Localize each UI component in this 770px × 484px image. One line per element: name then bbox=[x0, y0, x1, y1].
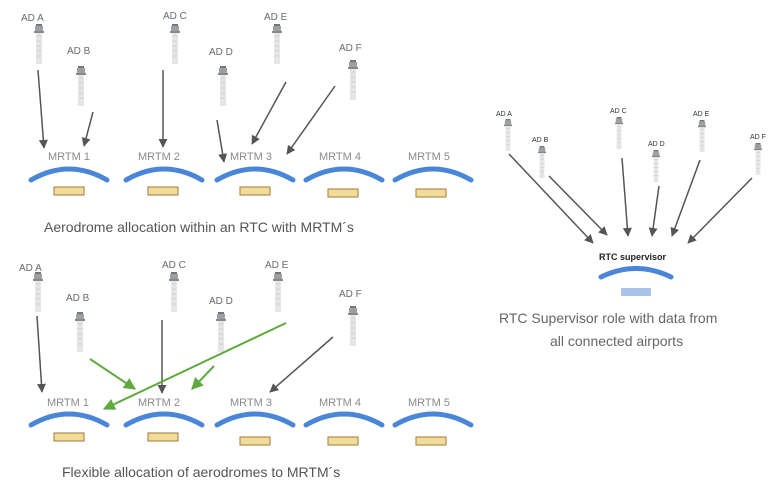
airport-label-a: AD A bbox=[496, 111, 512, 118]
data-link-arrow bbox=[548, 175, 608, 236]
allocation-arrow bbox=[269, 336, 334, 393]
data-link-arrow bbox=[687, 177, 753, 244]
caption-right-line2: all connected airports bbox=[550, 333, 683, 349]
tower-icon bbox=[347, 306, 359, 346]
airport-label-a: AD A bbox=[21, 13, 44, 24]
workstation-arc-icon bbox=[303, 166, 385, 183]
workstation-arc-icon bbox=[28, 411, 110, 428]
panel-bottom-left: AD A AD B AD C AD D AD E AD F MRTM 1 MRT… bbox=[19, 260, 474, 480]
allocation-arrow bbox=[37, 69, 48, 149]
workstation-arc-icon bbox=[28, 166, 110, 183]
airport-label-b: AD B bbox=[67, 46, 91, 57]
console-icon bbox=[239, 186, 271, 196]
workstation-arc-icon bbox=[598, 266, 674, 280]
tower-icon bbox=[33, 24, 45, 64]
panel-top-left: AD A AD B AD C AD D AD E AD F MRTM 1 MRT… bbox=[21, 11, 474, 235]
data-link-arrow bbox=[508, 153, 594, 244]
airport-label-f: AD F bbox=[339, 289, 362, 300]
workstation-arc-icon bbox=[123, 166, 205, 183]
tower-icon bbox=[614, 117, 624, 149]
tower-icon bbox=[75, 66, 87, 106]
console-icon bbox=[415, 188, 447, 198]
panel-right: AD A AD B AD C AD D AD E AD F RTC superv… bbox=[496, 108, 766, 349]
supervisor-console-icon bbox=[621, 288, 651, 296]
tower-icon bbox=[169, 24, 181, 64]
flexible-allocation-arrow bbox=[102, 322, 287, 410]
allocation-arrow bbox=[251, 81, 287, 145]
airport-label-c: AD C bbox=[163, 11, 187, 22]
allocation-arrow bbox=[216, 119, 228, 163]
mrtm-label-4: MRTM 4 bbox=[319, 397, 361, 409]
tower-icon bbox=[537, 146, 547, 178]
tower-icon bbox=[347, 60, 359, 100]
mrtm-label-3: MRTM 3 bbox=[230, 397, 272, 409]
mrtm-label-1: MRTM 1 bbox=[48, 151, 90, 163]
mrtm-label-2: MRTM 2 bbox=[138, 151, 180, 163]
console-icon bbox=[53, 432, 85, 442]
tower-icon bbox=[217, 66, 229, 106]
caption-top-left: Aerodrome allocation within an RTC with … bbox=[44, 219, 354, 235]
airport-label-e: AD E bbox=[264, 12, 288, 23]
mrtm-label-1: MRTM 1 bbox=[47, 397, 89, 409]
workstation-arc-icon bbox=[392, 411, 474, 428]
console-icon bbox=[327, 436, 359, 446]
tower-icon bbox=[697, 120, 707, 152]
workstation-arc-icon bbox=[303, 411, 385, 428]
console-icon bbox=[147, 186, 179, 196]
airport-label-d: AD D bbox=[209, 47, 233, 58]
console-icon bbox=[415, 436, 447, 446]
mrtm-label-4: MRTM 4 bbox=[319, 151, 361, 163]
airport-label-e: AD E bbox=[693, 111, 710, 118]
airport-label-c: AD C bbox=[162, 260, 186, 271]
airport-label-c: AD C bbox=[610, 108, 627, 115]
airport-label-b: AD B bbox=[66, 293, 90, 304]
allocation-arrow bbox=[286, 85, 336, 155]
data-link-arrow bbox=[621, 157, 632, 237]
mrtm-label-5: MRTM 5 bbox=[408, 151, 450, 163]
mrtm-label-2: MRTM 2 bbox=[138, 397, 180, 409]
tower-icon bbox=[503, 119, 513, 151]
data-link-arrow bbox=[648, 185, 660, 237]
airport-label-b: AD B bbox=[532, 137, 549, 144]
airport-label-e: AD E bbox=[265, 260, 289, 271]
caption-bottom-left: Flexible allocation of aerodromes to MRT… bbox=[62, 464, 340, 480]
mrtm-label-5: MRTM 5 bbox=[408, 397, 450, 409]
console-icon bbox=[53, 186, 85, 196]
allocation-arrow bbox=[81, 111, 94, 147]
airport-label-f: AD F bbox=[750, 134, 766, 141]
tower-icon bbox=[74, 312, 86, 352]
tower-icon bbox=[272, 272, 284, 312]
tower-icon bbox=[168, 272, 180, 312]
workstation-arc-icon bbox=[214, 166, 296, 183]
allocation-arrow bbox=[36, 315, 46, 393]
workstation-arc-icon bbox=[392, 166, 474, 183]
airport-label-f: AD F bbox=[339, 43, 362, 54]
airport-label-d: AD D bbox=[209, 296, 233, 307]
workstation-arc-icon bbox=[214, 411, 296, 428]
console-icon bbox=[239, 436, 271, 446]
tower-icon bbox=[271, 24, 283, 64]
console-icon bbox=[327, 188, 359, 198]
flexible-allocation-arrow bbox=[89, 358, 136, 390]
airport-label-a: AD A bbox=[19, 263, 42, 274]
console-icon bbox=[147, 432, 179, 442]
airport-label-d: AD D bbox=[648, 141, 665, 148]
tower-icon bbox=[32, 272, 44, 312]
tower-icon bbox=[753, 143, 763, 175]
caption-right-line1: RTC Supervisor role with data from bbox=[499, 310, 717, 326]
tower-icon bbox=[215, 312, 227, 352]
mrtm-label-3: MRTM 3 bbox=[230, 151, 272, 163]
tower-icon bbox=[651, 150, 661, 182]
data-link-arrow bbox=[670, 159, 701, 237]
flexible-allocation-arrow bbox=[191, 365, 215, 390]
workstation-arc-icon bbox=[123, 411, 205, 428]
supervisor-label: RTC supervisor bbox=[599, 252, 667, 262]
